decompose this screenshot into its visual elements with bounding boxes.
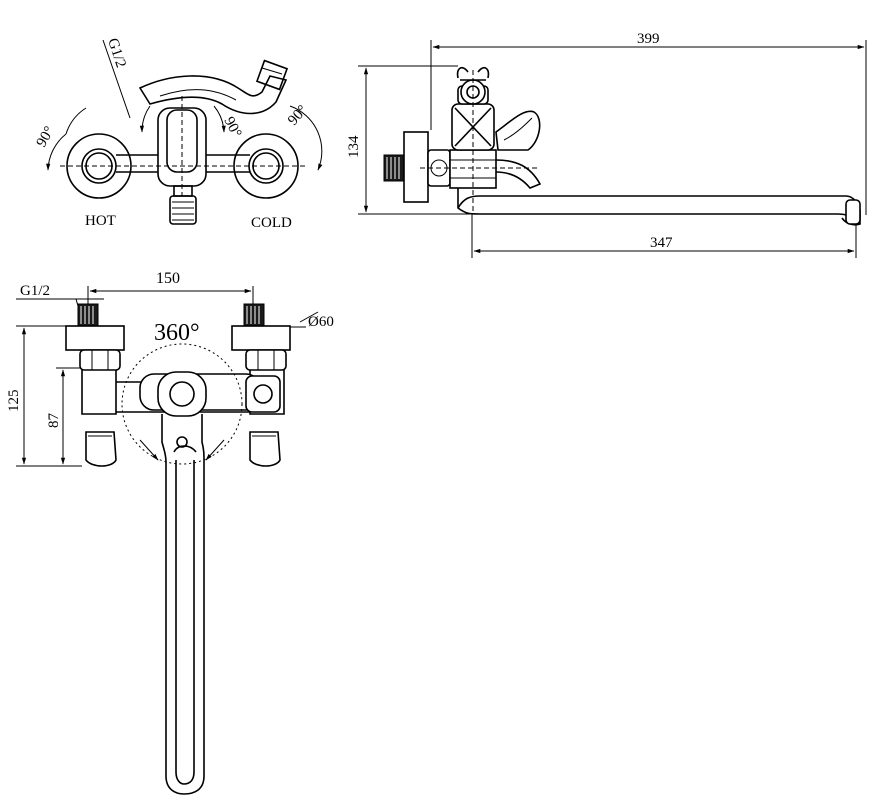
hot-angle-arc (46, 133, 67, 171)
thread-label-front: G1/2 (20, 283, 50, 299)
dim-front-height-total: 125 (6, 390, 22, 413)
cold-flange-front (231, 325, 291, 351)
angle-label-left: 90° (34, 124, 58, 150)
diameter-label: Ø60 (308, 314, 334, 330)
cold-label: COLD (251, 215, 292, 231)
side-spout (457, 188, 861, 226)
cold-angle-arc (289, 105, 323, 171)
center-angle-arc-right (213, 105, 226, 133)
side-wall-flange (403, 131, 429, 203)
center-angle-arc-left (139, 105, 151, 133)
cold-handle (249, 431, 281, 467)
side-view: 399 134 347 (346, 31, 867, 258)
hot-flange-front (65, 325, 125, 351)
side-lever (495, 110, 541, 151)
side-outlet (495, 159, 542, 189)
dim-front-height-inner: 87 (46, 413, 62, 429)
dim-centers-distance: 150 (156, 270, 180, 287)
dim-spout-length: 347 (650, 235, 673, 251)
rotation-circle (121, 343, 243, 465)
hot-label: HOT (85, 213, 116, 229)
angle-label-center: 90° (220, 114, 244, 140)
hot-arm (81, 370, 117, 415)
dim-side-height: 134 (346, 135, 362, 158)
hot-handle (85, 431, 117, 467)
front-view: 150 G1/2 Ø60 125 87 (6, 270, 334, 795)
dim-side-length: 399 (637, 31, 660, 47)
angle-label-right: 90° (285, 102, 311, 128)
front-spout (161, 414, 205, 795)
rotation-label: 360° (154, 320, 200, 346)
diverter-lever (138, 59, 289, 115)
top-view: G1/2 90° 90° 90° HOT COLD (34, 36, 323, 231)
front-center-body (139, 371, 281, 417)
